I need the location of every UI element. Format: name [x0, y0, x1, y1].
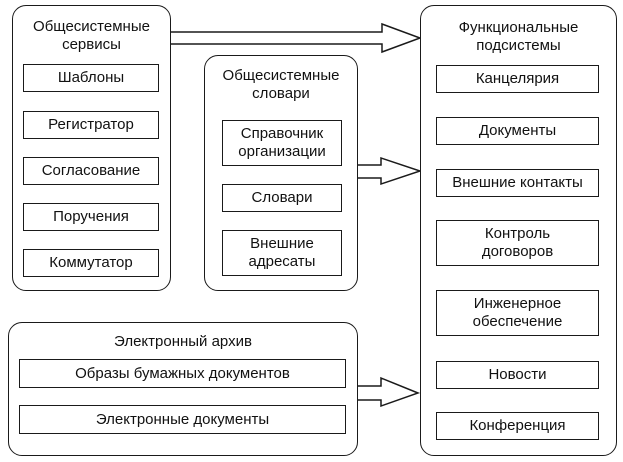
arrow-dictionaries-to-functional — [357, 156, 423, 186]
group-title: Общесистемные сервисы — [13, 18, 170, 54]
title-line: Функциональные — [458, 19, 579, 36]
group-system-services: Общесистемные сервисы Шаблоны Регистрато… — [12, 5, 171, 291]
item-paper-document-images: Образы бумажных документов — [19, 359, 346, 388]
arrow-archive-to-functional — [357, 376, 421, 408]
item-line: Внешние контакты — [452, 174, 583, 191]
group-functional-subsystems: Функциональные подсистемы Канцелярия Док… — [420, 5, 617, 456]
item-dictionaries: Словари — [222, 184, 342, 212]
item-office: Канцелярия — [436, 65, 599, 93]
item-templates: Шаблоны — [23, 64, 159, 92]
item-line: Инженерное — [473, 295, 562, 312]
group-electronic-archive: Электронный архив Образы бумажных докуме… — [8, 322, 358, 456]
arrow-services-to-functional — [170, 22, 423, 54]
group-title: Электронный архив — [114, 333, 252, 350]
item-registrar: Регистратор — [23, 111, 159, 139]
item-electronic-documents: Электронные документы — [19, 405, 346, 434]
item-line: Канцелярия — [475, 70, 560, 87]
group-system-dictionaries: Общесистемные словари Справочник организ… — [204, 55, 358, 291]
item-external-contacts: Внешние контакты — [436, 169, 599, 197]
item-line: организации — [238, 143, 326, 160]
item-org-directory: Справочник организации — [222, 120, 342, 166]
title-line: словари — [252, 85, 310, 102]
item-line: Контроль — [484, 225, 551, 242]
title-line: Общесистемные — [222, 67, 340, 84]
group-title: Общесистемные словари — [205, 67, 357, 103]
item-news: Новости — [436, 361, 599, 389]
item-line: Внешние — [250, 235, 314, 252]
item-approval: Согласование — [23, 157, 159, 185]
item-line: Документы — [478, 122, 557, 139]
item-conference: Конференция — [436, 412, 599, 440]
title-line: подсистемы — [476, 37, 561, 54]
title-line: сервисы — [62, 36, 121, 53]
item-documents: Документы — [436, 117, 599, 145]
item-line: обеспечение — [472, 313, 563, 330]
item-line: Справочник — [240, 125, 324, 142]
item-line: адресаты — [248, 253, 316, 270]
item-line: Словари — [251, 189, 313, 206]
title-line: Общесистемные — [33, 18, 150, 35]
item-line: договоров — [481, 243, 554, 260]
group-title: Функциональные подсистемы — [421, 19, 616, 55]
item-assignments: Поручения — [23, 203, 159, 231]
item-line: Новости — [488, 366, 547, 383]
item-engineering-support: Инженерное обеспечение — [436, 290, 599, 336]
item-external-addressees: Внешние адресаты — [222, 230, 342, 276]
item-contract-control: Контроль договоров — [436, 220, 599, 266]
item-switch: Коммутатор — [23, 249, 159, 277]
item-line: Конференция — [469, 417, 566, 434]
